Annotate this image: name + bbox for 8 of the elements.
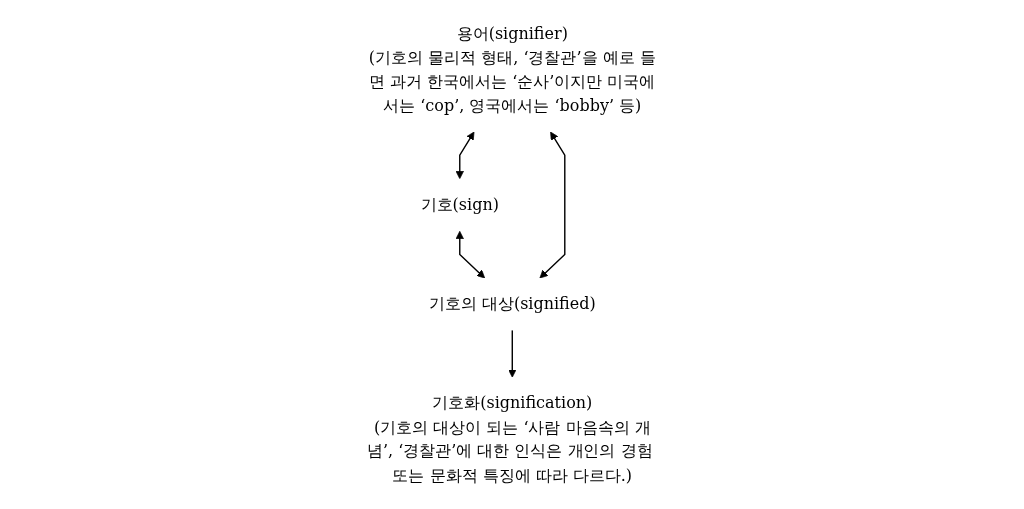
node-text: 용어(signifier) (기호의 물리적 형태, ‘경찰관’을 예로 들면 과거 한국에서는 ‘순사’이지만 미국에서는 ‘cop’, 영국에서는 ‘bobby’ 등): [368, 23, 656, 115]
arrow: [539, 131, 566, 279]
arrow: [507, 329, 517, 378]
node-text: 기호화(signification) (기호의 대상이 되는 ‘사람 마음속의 개념’, ‘경찰관’에 대한 인식은 개인의 경험 또는 문화적 특징에 따라 다르다.): [366, 393, 653, 485]
node-text: 기호(sign): [420, 194, 499, 214]
arrow: [455, 131, 475, 180]
arrow: [455, 231, 485, 279]
node-text: 기호의 대상(signified): [428, 294, 596, 313]
